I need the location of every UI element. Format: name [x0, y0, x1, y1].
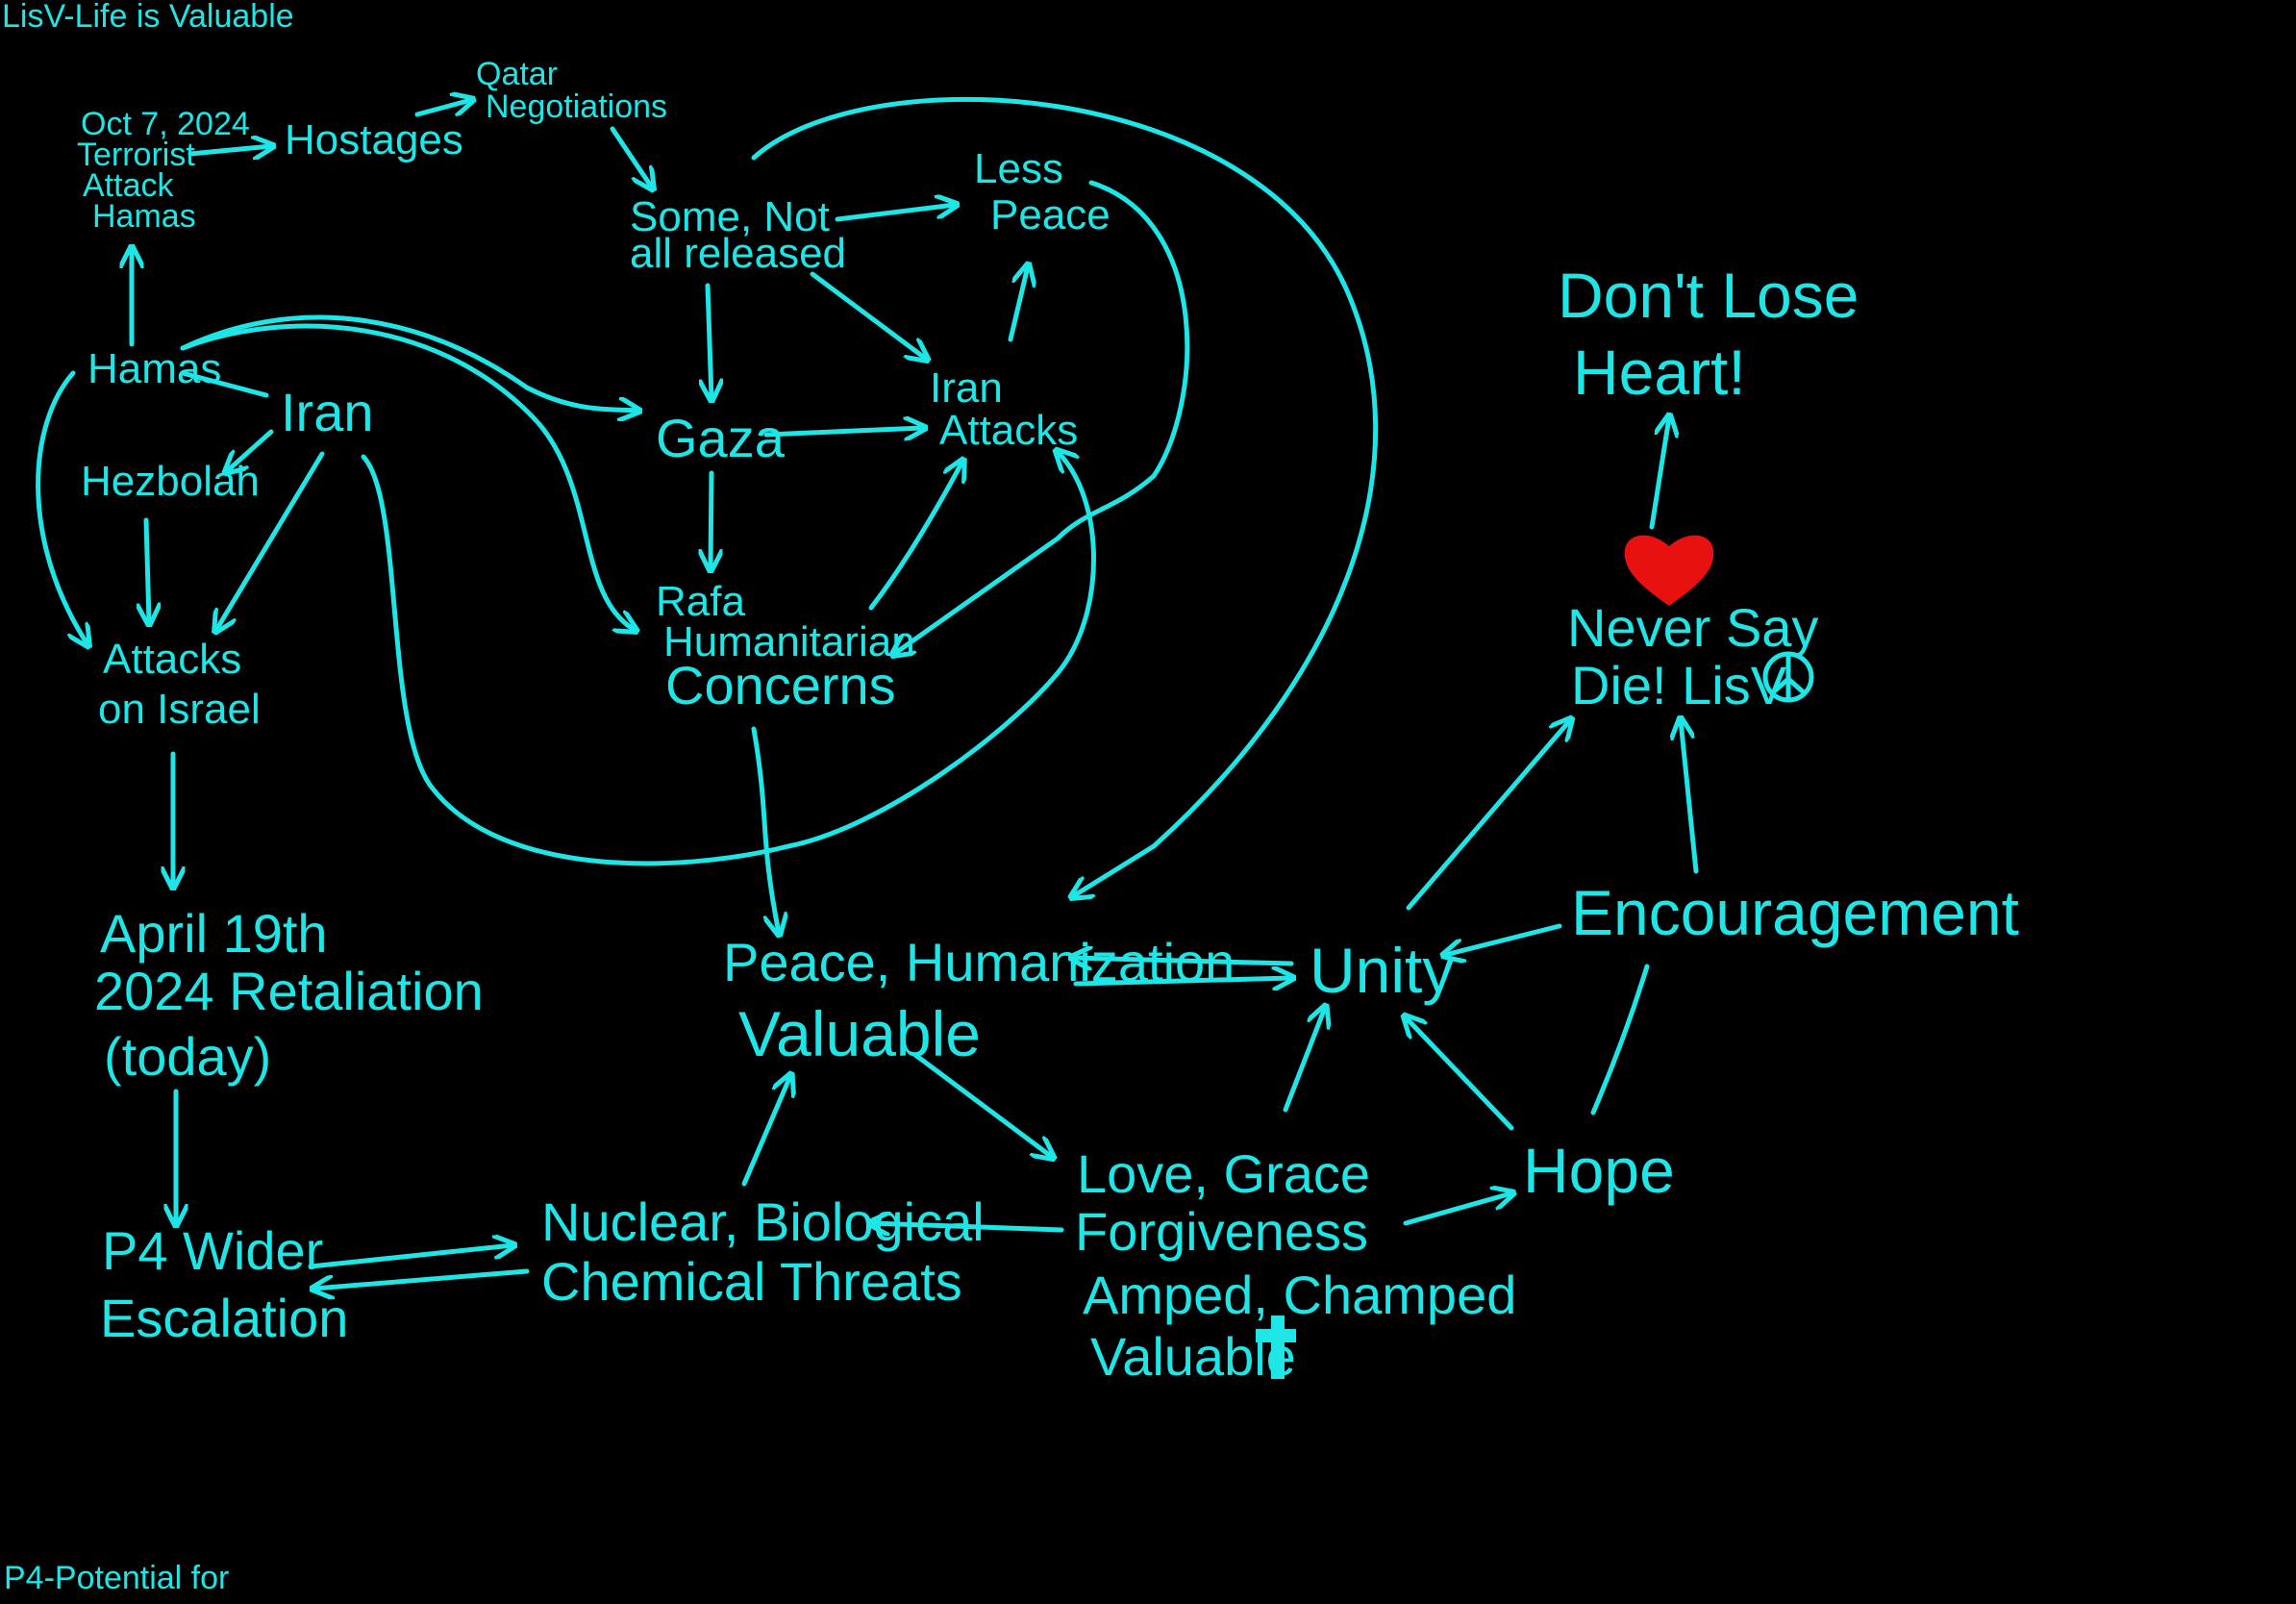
node-hope: Hope	[1523, 1135, 1675, 1206]
node-hamas: Hamas	[87, 345, 221, 392]
arrow-encouragement-unity	[1445, 923, 1562, 955]
arrow-love-hope	[1403, 1193, 1511, 1226]
arrow-some-gaza	[708, 283, 711, 398]
arrow-love-unity	[1283, 1008, 1325, 1113]
arrow-iranattacks-lesspeace	[1008, 266, 1028, 342]
node-love-grace: Love, Grace Forgiveness Amped, Champed V…	[1075, 1143, 1532, 1387]
arrow-iran-attacks	[216, 451, 325, 630]
line-hope-encouragement	[1590, 964, 1650, 1115]
arrow-rafa-peace	[751, 726, 779, 933]
line-hamas-iran	[180, 370, 269, 398]
node-hezbolah: Hezbolah	[81, 458, 260, 505]
arrow-neversaydie-dontloseheart	[1649, 417, 1669, 530]
node-rafa: Rafa Humanitarian Concerns	[656, 578, 927, 715]
node-qatar: Qatar Negotiations	[476, 56, 667, 125]
arrow-encouragement-neversaydie	[1681, 720, 1699, 874]
node-oct7: Oct 7, 2024 Terrorist Attack Hamas	[77, 106, 259, 235]
node-encouragement: Encouragement	[1571, 877, 2019, 948]
arrow-iran-hezbolah	[227, 429, 274, 471]
cross-icon	[1256, 1316, 1296, 1379]
arrow-hostages-qatar	[414, 100, 471, 117]
node-some-released: Some, Not all released	[630, 193, 846, 277]
arrow-hope-unity	[1406, 1017, 1514, 1131]
node-less-peace: Less Peace	[974, 145, 1111, 238]
arrow-love-nuclear	[871, 1223, 1064, 1230]
arrow-qatar-some	[610, 126, 652, 188]
node-gaza: Gaza	[656, 408, 786, 468]
node-unity: Unity	[1310, 935, 1454, 1006]
arrow-hamas-gaza-curve	[180, 314, 637, 411]
arrow-some-iranattacks	[810, 271, 926, 359]
heart-icon	[1624, 535, 1714, 606]
node-never-say-die: Never Say Die! LisV	[1567, 597, 1834, 715]
page-title: LisV-Life is Valuable	[2, 0, 294, 35]
arrow-hamas-rafa-curve	[180, 323, 635, 630]
arrow-peace-unity	[1073, 978, 1291, 984]
arrow-iran-iranattacks-loop	[361, 452, 1096, 866]
node-iran: Iran	[281, 382, 374, 442]
node-iran-attacks: Iran Attacks	[930, 364, 1078, 454]
arrow-hezbolah-attacks	[146, 517, 149, 622]
footnote: P4-Potential for	[4, 1560, 229, 1596]
arrow-some-lesspeace	[835, 205, 955, 222]
arrow-nuclear-peace	[741, 1076, 790, 1187]
node-hostages: Hostages	[285, 116, 463, 163]
arrow-hamas-attacks-curve	[36, 370, 87, 644]
connectors	[36, 96, 1699, 1289]
arrow-gaza-iranattacks	[763, 428, 923, 435]
node-dont-lose-heart: Don't Lose Heart!	[1558, 260, 1877, 408]
peace-sign-icon	[1762, 651, 1814, 703]
node-attacks-on-israel: Attacks on Israel	[98, 636, 261, 733]
arrow-unity-peace	[1073, 958, 1294, 964]
arrow-big-loop-peace	[751, 96, 1379, 896]
arrow-p4-nuclear	[308, 1245, 512, 1269]
node-nuclear-threats: Nuclear, Biological Chemical Threats	[541, 1191, 999, 1312]
arrow-oct7-hostages	[187, 146, 271, 154]
arrow-nuclear-p4	[314, 1268, 530, 1289]
arrow-peace-love	[912, 1052, 1052, 1157]
node-p4-wider-escalation: P4 Wider Escalation	[100, 1220, 348, 1348]
node-peace-humanization: Peace, Humanization Valuable	[723, 932, 1250, 1069]
arrow-unity-neversaydie	[1406, 720, 1570, 911]
arrow-rafa-iranattacks	[868, 462, 962, 611]
node-april-retaliation: April 19th 2024 Retaliation (today)	[94, 903, 498, 1087]
